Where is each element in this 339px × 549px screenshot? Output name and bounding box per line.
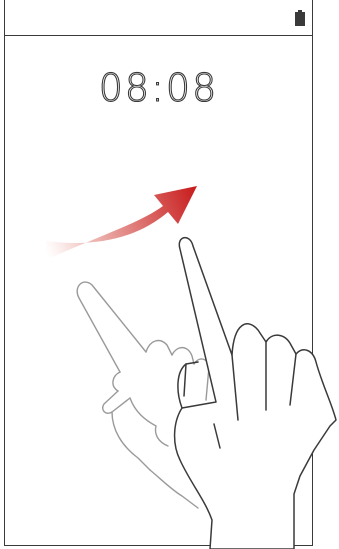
swipe-up-right-arrow-icon <box>46 186 197 260</box>
hand-swipe-gesture-icon <box>175 238 336 549</box>
